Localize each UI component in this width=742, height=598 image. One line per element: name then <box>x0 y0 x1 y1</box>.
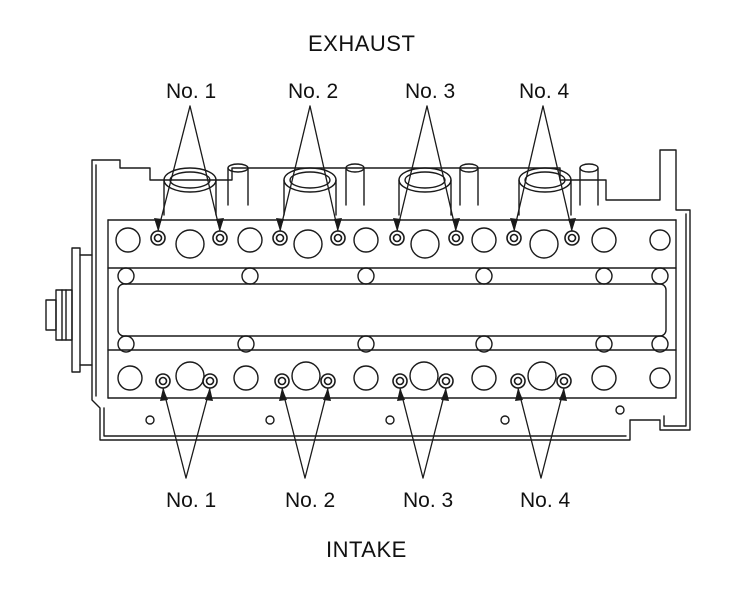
intake-no2-label: No. 2 <box>285 489 336 512</box>
exhaust-valve-markers <box>150 230 580 246</box>
intake-leader-lines <box>162 387 565 479</box>
head-outline <box>91 149 691 441</box>
upper-journals <box>115 227 671 285</box>
cam-carrier-upper <box>107 219 677 269</box>
exhaust-ports <box>163 167 572 216</box>
exhaust-label: EXHAUST <box>308 31 416 56</box>
intake-label: INTAKE <box>326 537 407 562</box>
exhaust-no1-label: No. 1 <box>166 80 217 103</box>
intake-valve-markers <box>155 373 572 389</box>
intake-no4-label: No. 4 <box>520 489 571 512</box>
cam-sprocket <box>71 247 81 373</box>
center-opening <box>117 283 667 337</box>
intake-no1-label: No. 1 <box>166 489 217 512</box>
base-holes <box>145 405 625 425</box>
exhaust-arrowheads <box>154 218 576 231</box>
cam-carrier-lower <box>107 349 677 399</box>
intake-arrowheads <box>160 388 567 401</box>
exhaust-tubes <box>227 163 599 206</box>
exhaust-no3-label: No. 3 <box>405 80 456 103</box>
lower-journals <box>117 335 671 391</box>
exhaust-no2-label: No. 2 <box>288 80 339 103</box>
exhaust-leader-lines <box>157 105 573 232</box>
exhaust-no4-label: No. 4 <box>519 80 570 103</box>
intake-no3-label: No. 3 <box>403 489 454 512</box>
